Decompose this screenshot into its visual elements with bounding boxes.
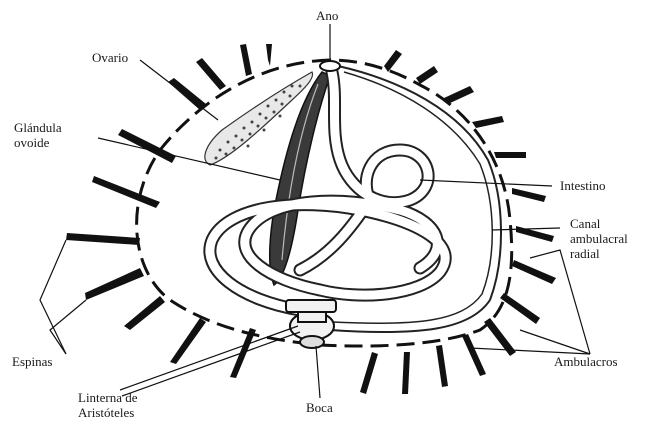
label-boca: Boca bbox=[306, 400, 333, 415]
label-glandula-line2: ovoide bbox=[14, 135, 62, 150]
label-canal-ambulacral-radial: Canal ambulacral radial bbox=[570, 216, 628, 261]
label-glandula-line1: Glándula bbox=[14, 120, 62, 135]
label-ambulacros: Ambulacros bbox=[554, 354, 618, 369]
label-canal-line3: radial bbox=[570, 246, 628, 261]
label-intestino: Intestino bbox=[560, 178, 606, 193]
label-glandula-ovoide: Glándula ovoide bbox=[14, 120, 62, 150]
label-linterna-line1: Linterna de bbox=[78, 390, 138, 405]
anus bbox=[320, 61, 340, 71]
label-ovario: Ovario bbox=[92, 50, 128, 65]
label-canal-line2: ambulacral bbox=[570, 231, 628, 246]
label-linterna-line2: Aristóteles bbox=[78, 405, 138, 420]
intestine bbox=[210, 72, 445, 310]
label-canal-line1: Canal bbox=[570, 216, 628, 231]
label-linterna-de-aristoteles: Linterna de Aristóteles bbox=[78, 390, 138, 420]
label-ano: Ano bbox=[316, 8, 338, 23]
label-espinas: Espinas bbox=[12, 354, 52, 369]
